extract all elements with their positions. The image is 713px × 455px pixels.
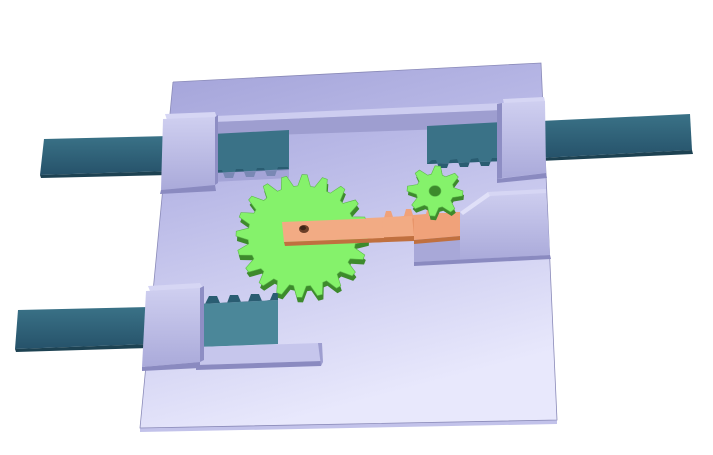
block-bottom-left	[142, 283, 323, 371]
lever-arm-front	[282, 218, 384, 246]
small-gear	[406, 165, 464, 221]
rack-top-left-teeth	[212, 130, 289, 182]
block-top-left	[160, 112, 218, 194]
rack-top-right	[540, 114, 693, 161]
rack-top-right-teeth	[427, 122, 505, 168]
small-gear-body	[406, 165, 464, 217]
rack-bottom-left	[15, 307, 150, 352]
block-top-right	[497, 97, 547, 183]
rack-top-left	[40, 136, 170, 178]
